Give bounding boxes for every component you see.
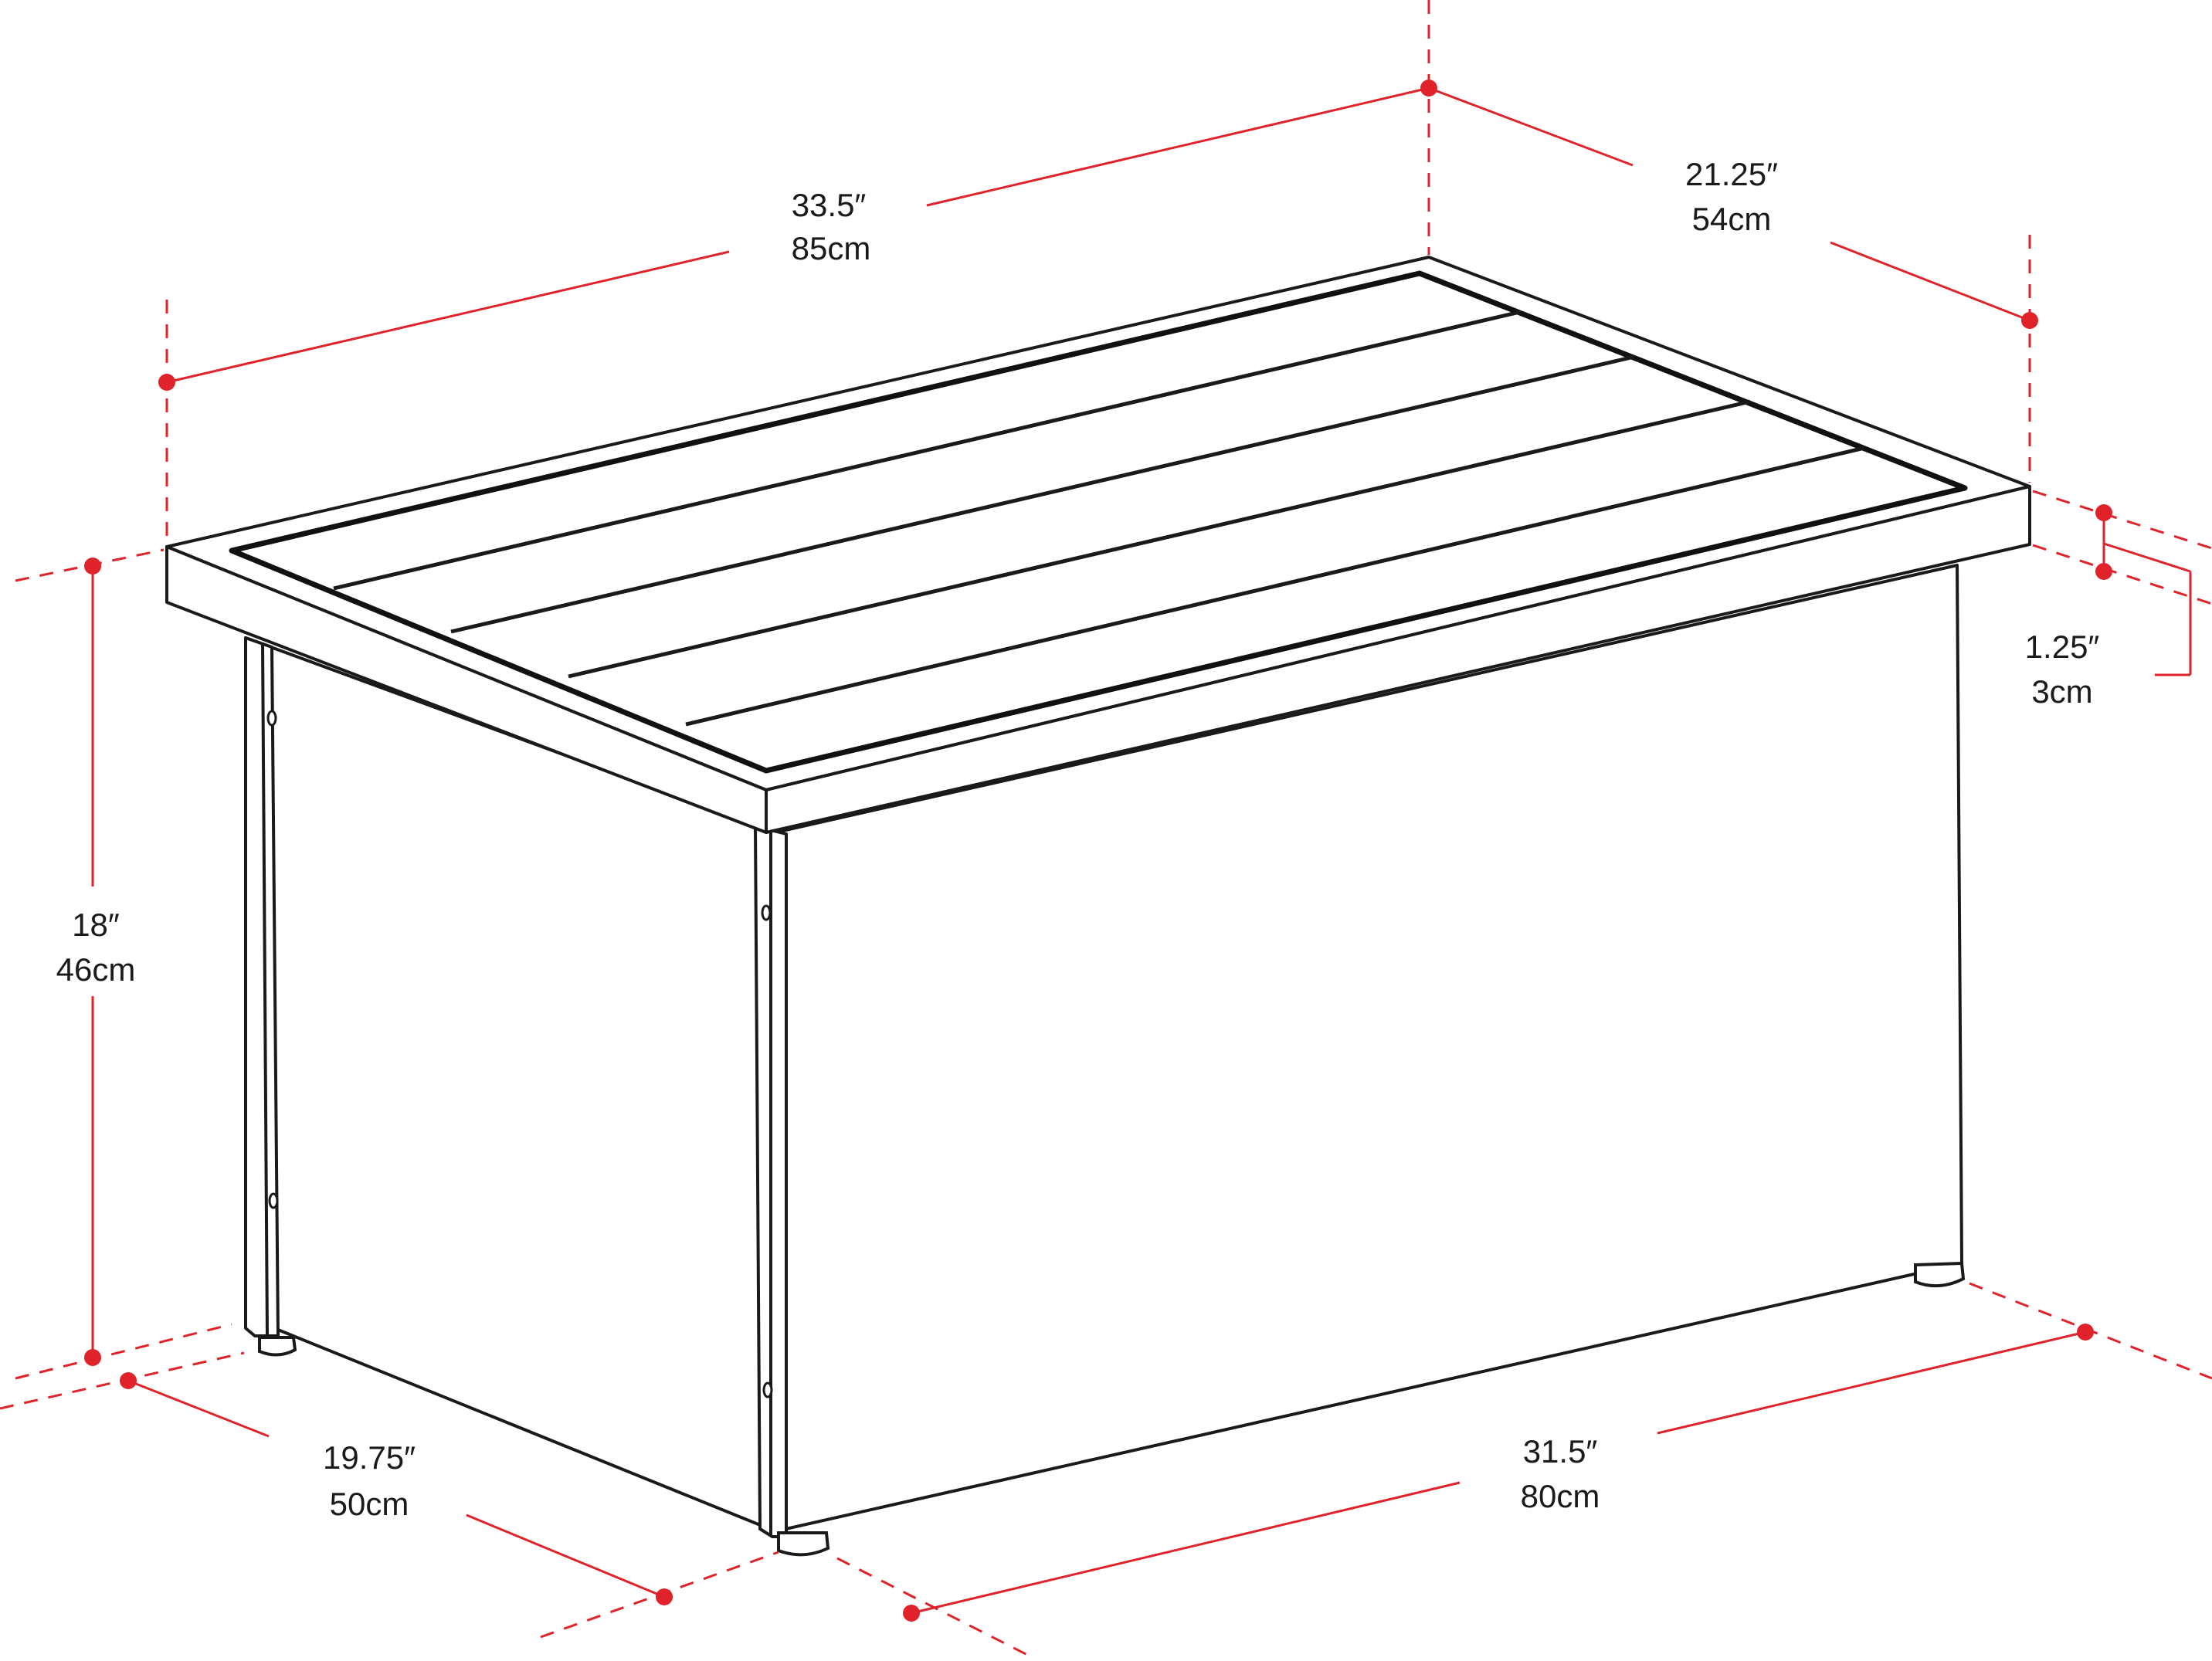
table-top-front-edge [765, 485, 2031, 834]
slat-gap [685, 446, 1865, 727]
dimension-endpoint [2021, 312, 2038, 329]
dim-top-thickness: 1.25″ 3cm [2025, 504, 2192, 710]
base-length-metric: 80cm [1521, 1478, 1600, 1514]
height-imperial: 18″ [72, 907, 120, 943]
top-thickness-metric: 3cm [2031, 673, 2092, 710]
dimension-endpoint [2095, 504, 2112, 521]
bolt [762, 1381, 773, 1398]
slat-gap [568, 399, 1751, 679]
dimension-endpoint [2095, 563, 2112, 580]
base-depth-metric: 50cm [330, 1486, 409, 1522]
side-table-drawing [165, 256, 2031, 1557]
dimension-endpoint [903, 1605, 920, 1622]
slat-gap [450, 354, 1635, 634]
dimension-endpoint [158, 374, 175, 391]
top-depth-metric: 54cm [1692, 201, 1772, 237]
extension-line [836, 1557, 1036, 1660]
dimension-endpoint [84, 1349, 101, 1366]
dimension-endpoint [84, 558, 101, 575]
dimension-endpoint [656, 1588, 673, 1605]
foot [777, 1531, 830, 1557]
base-length-imperial: 31.5″ [1523, 1433, 1598, 1469]
base-depth-imperial: 19.75″ [323, 1439, 416, 1476]
top-inner-frame [229, 270, 1968, 774]
top-length-imperial: 33.5″ [792, 187, 867, 223]
extension-line [15, 1323, 232, 1380]
slat-gap [333, 310, 1521, 591]
dim-height: 18″ 46cm [56, 558, 136, 1366]
height-metric: 46cm [56, 951, 136, 988]
dim-base-length: 31.5″ 80cm [903, 1324, 2094, 1622]
dimension-endpoint [2077, 1324, 2094, 1341]
top-length-metric: 85cm [792, 230, 871, 266]
bolt [266, 710, 277, 727]
top-thickness-imperial: 1.25″ [2025, 629, 2100, 665]
foot [1914, 1261, 1966, 1288]
dim-base-depth: 19.75″ 50cm [120, 1372, 673, 1605]
dimension-endpoint [120, 1372, 137, 1389]
foot [258, 1336, 297, 1357]
bolt [268, 1192, 279, 1209]
top-depth-imperial: 21.25″ [1685, 156, 1778, 192]
dim-top-depth: 21.25″ 54cm [1428, 86, 2038, 329]
dim-top-length: 33.5″ 85cm [158, 80, 1437, 391]
extension-line [2032, 544, 2212, 605]
bolt [761, 904, 772, 921]
top-slats [333, 310, 1865, 727]
extension-line [2032, 490, 2212, 550]
